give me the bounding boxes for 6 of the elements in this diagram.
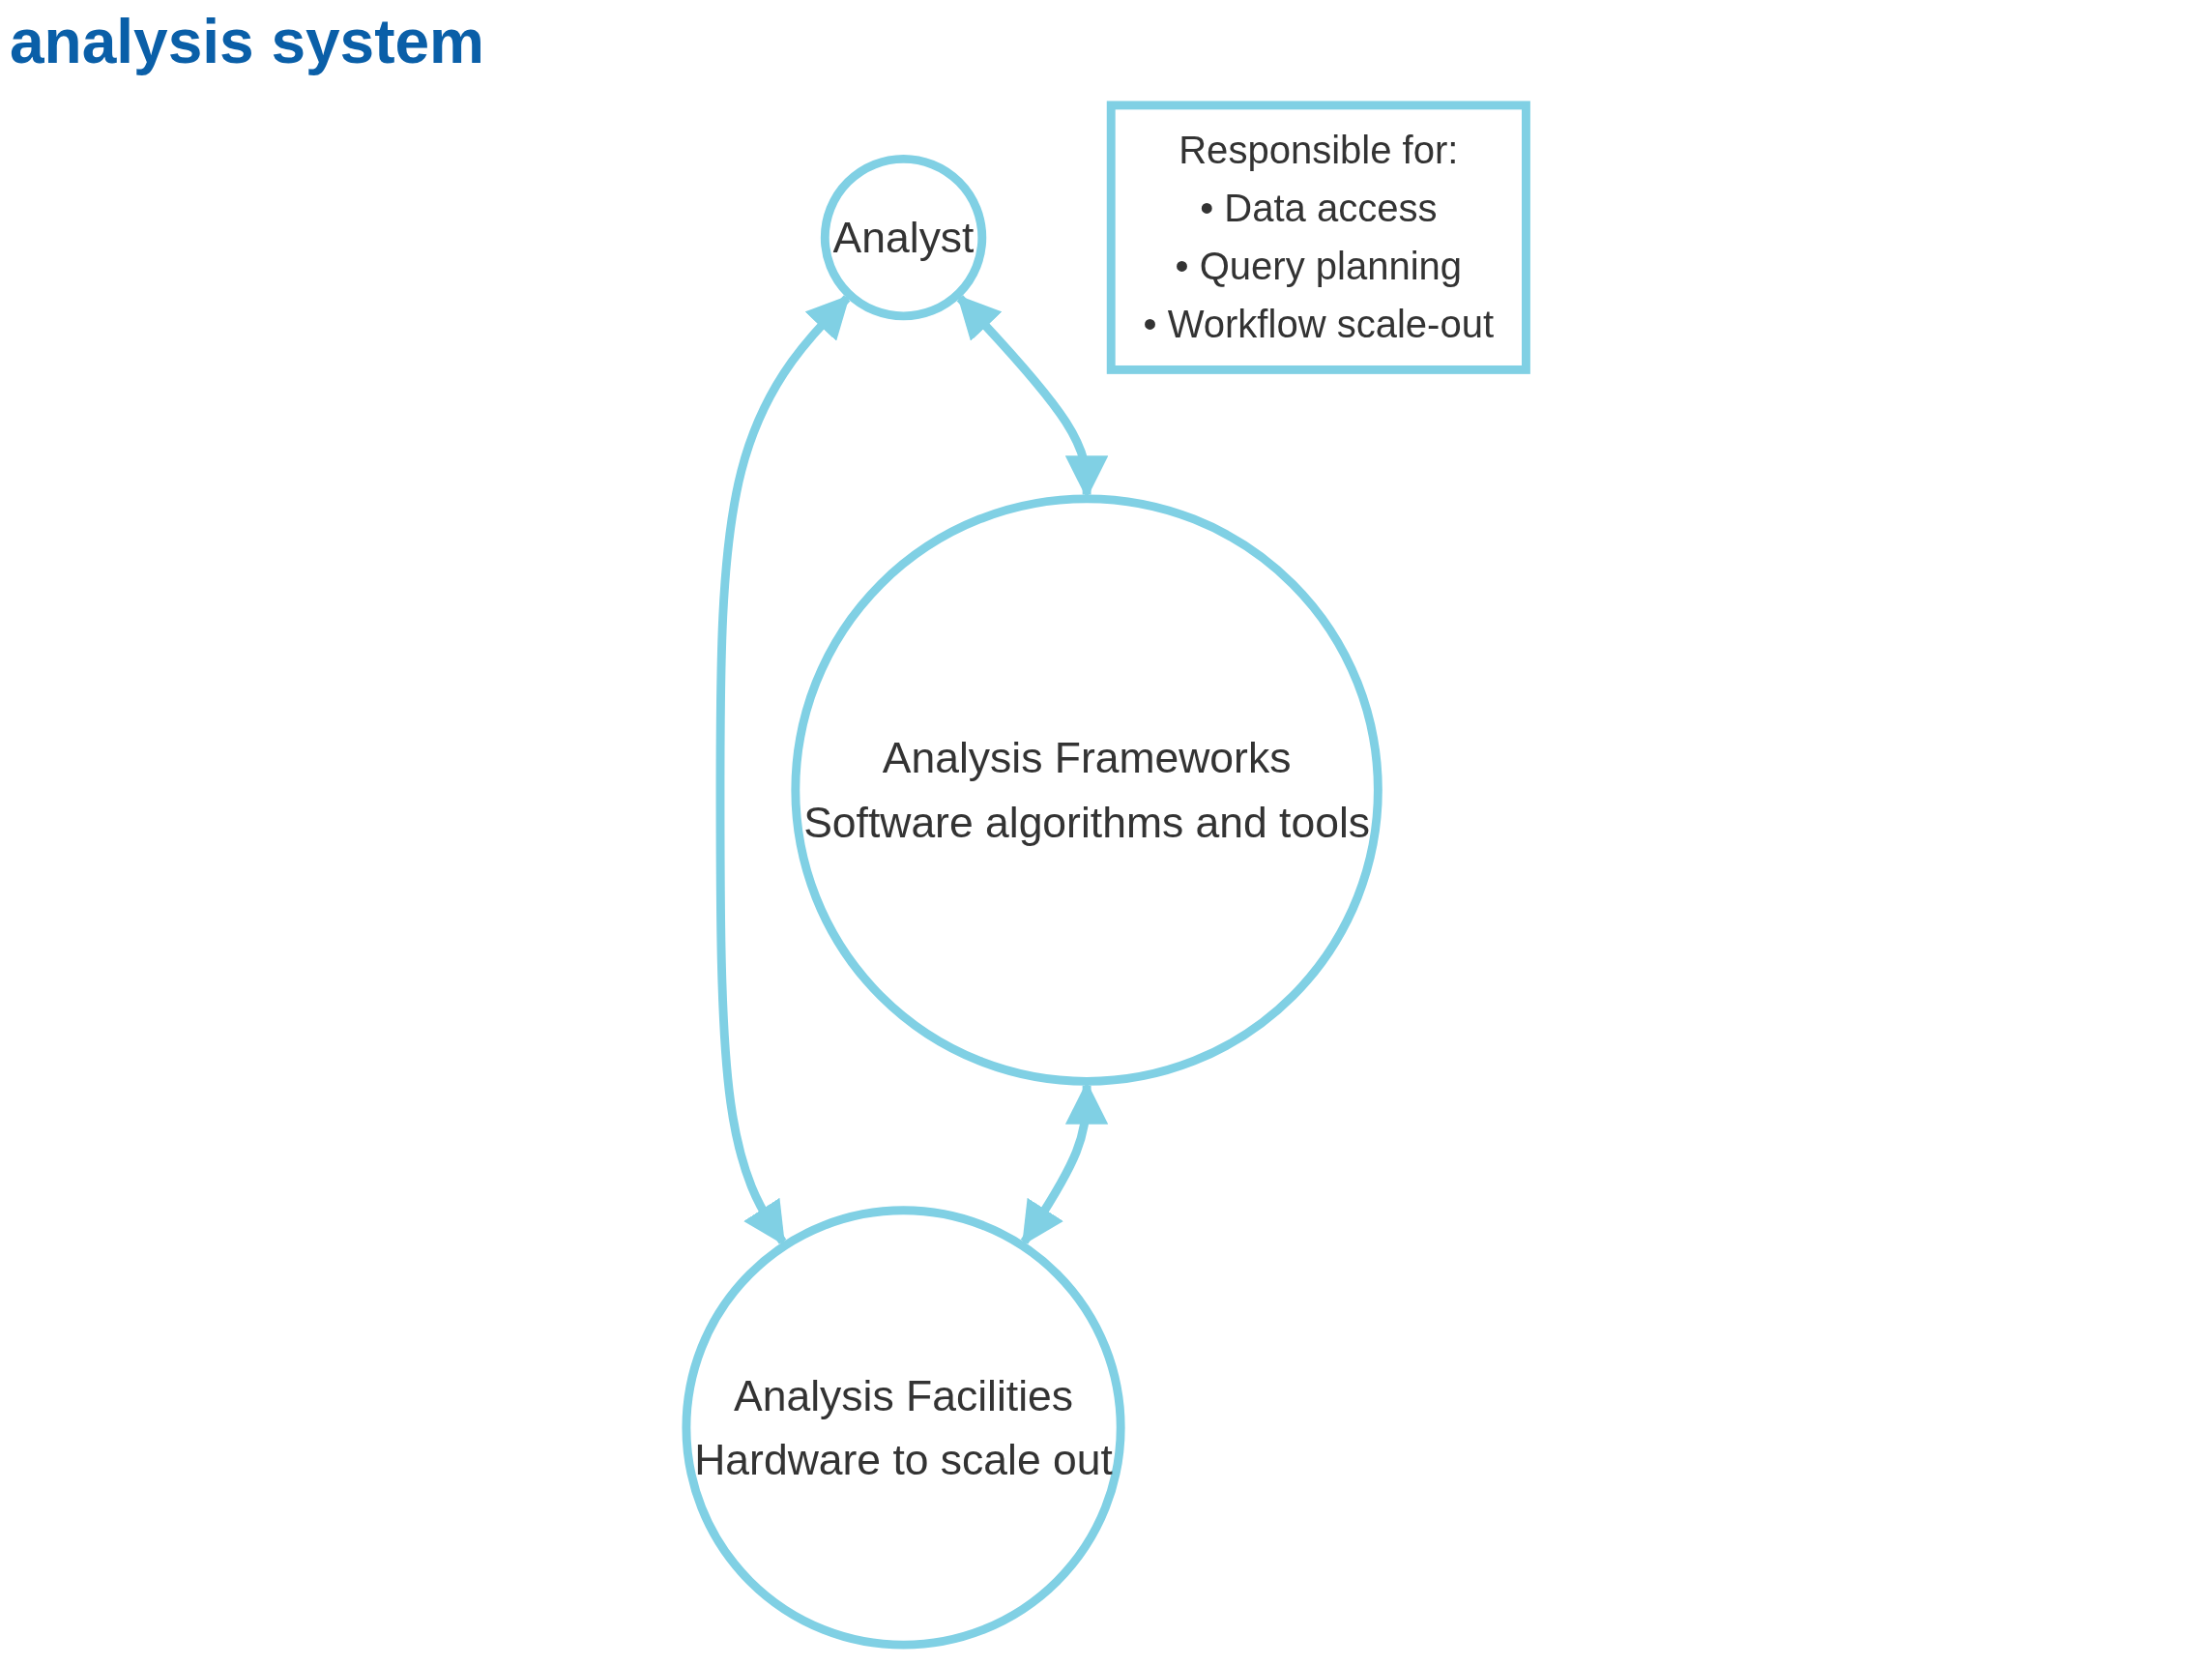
node-circle: Analysis Frameworks Software algorithms and tools — [791, 494, 1382, 1086]
diagram-title: analysis system — [10, 6, 484, 77]
node-circle: Analyst — [820, 154, 987, 321]
node-circle: Analysis Facilities Hardware to scale out — [682, 1206, 1125, 1650]
node-box: Responsible for: • Data access • Query planning • Workflow scale-out — [1106, 101, 1530, 374]
arrow — [715, 295, 851, 1246]
